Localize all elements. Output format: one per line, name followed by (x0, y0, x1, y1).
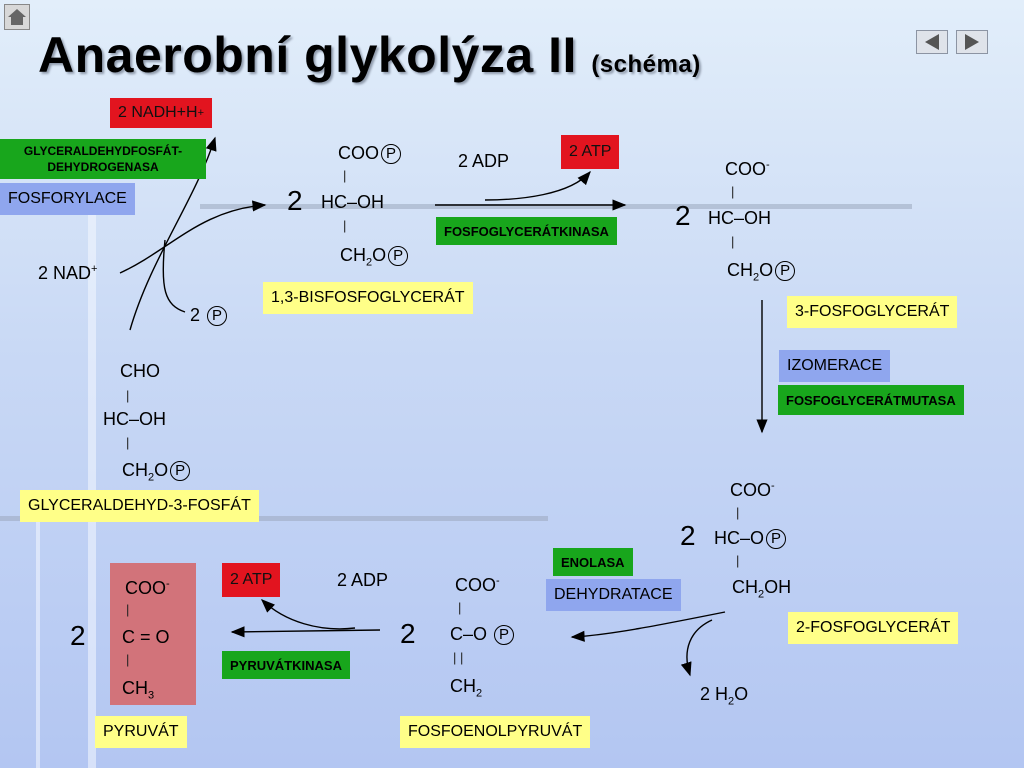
arrow-g3p-to-nadh (129, 136, 217, 331)
adp1-text: 2 ADP (458, 151, 510, 171)
phosphorylace-label: FOSFORYLACE (8, 190, 127, 207)
arrow-adp-to-atp (484, 170, 591, 201)
bpg-bond-1: | (343, 168, 347, 183)
dehydratace-label: DEHYDRATACE (554, 586, 673, 603)
pyruvate-box: PYRUVÁT (95, 716, 187, 748)
pep-label: FOSFOENOLPYRUVÁT (408, 723, 583, 740)
pyruvate-coef: 2 (70, 620, 86, 651)
pyruvate-bond-2: | (126, 652, 130, 667)
pg3-hcoh: HC–OH (708, 208, 772, 228)
atp1-box: 2 ATP (561, 135, 620, 169)
pyruvate-coo: COO- (125, 578, 170, 598)
page-title: Anaerobní glykolýza II (schéma) (38, 27, 701, 83)
page-subtitle: (schéma) (591, 51, 701, 78)
pep-bond-1: | (458, 600, 462, 615)
g3p-bond-2: | (126, 435, 130, 450)
prev-button[interactable] (916, 30, 948, 54)
pg3-coef: 2 (675, 200, 691, 231)
mutasa-enzyme-box: FOSFOGLYCERÁTMUTASA (778, 385, 964, 415)
phosphate-in: 2 P (190, 305, 228, 327)
bpg-bond-2: | (343, 218, 347, 233)
pg3-bond-1: | (731, 184, 735, 199)
next-button[interactable] (956, 30, 988, 54)
home-icon[interactable] (4, 4, 30, 30)
bpg-box: 1,3-BISFOSFOGLYCERÁT (263, 282, 473, 314)
pg3-bond-2: | (731, 234, 735, 249)
arrow-water-release (680, 619, 713, 677)
pgk-enzyme-box: FOSFOGLYCERÁTKINASA (436, 217, 617, 245)
pyruvate-highlight (110, 563, 196, 705)
arrow-adp-to-atp-2 (260, 599, 356, 630)
arrow-2pg-to-pep (570, 611, 726, 642)
pyruvate-bond-1: | (126, 602, 130, 617)
g3p-box: GLYCERALDEHYD-3-FOSFÁT (20, 490, 259, 522)
nadh-charge: + (197, 107, 205, 119)
g3p-label: GLYCERALDEHYD-3-FOSFÁT (28, 497, 251, 514)
adp2-text: 2 ADP (337, 570, 389, 590)
pg3-label: 3-FOSFOGLYCERÁT (795, 303, 950, 320)
pg2-bond-1: | (736, 505, 740, 520)
bpg-hcoh: HC–OH (321, 192, 385, 212)
izomerace-box: IZOMERACE (779, 350, 891, 382)
enolasa-enzyme-box: ENOLASA (553, 548, 633, 576)
bpg-label: 1,3-BISFOSFOGLYCERÁT (271, 289, 465, 306)
water-text: 2 H2O (700, 684, 749, 708)
gapdh-enzyme-box: GLYCERALDEHYDFOSFÁT-DEHYDROGENASA (0, 139, 206, 179)
pep-cop: C–O P (450, 624, 515, 646)
triangle-left-icon (925, 34, 939, 50)
izomerace-label: IZOMERACE (787, 357, 883, 374)
pyruvate-ch3: CH3 (122, 678, 155, 702)
nadh-box: 2 NADH+H+ (110, 98, 213, 128)
atp1-label: 2 ATP (569, 143, 612, 160)
pep-ch2: CH2 (450, 676, 483, 700)
g3p-hcoh: HC–OH (103, 409, 167, 429)
g3p-bond-1: | (126, 388, 130, 403)
pgk-label: FOSFOGLYCERÁTKINASA (444, 223, 609, 239)
pep-double-bond: | | (453, 650, 464, 665)
pyruvate-label: PYRUVÁT (103, 723, 179, 740)
triangle-right-icon (965, 34, 979, 50)
g3p-cho: CHO (120, 361, 160, 381)
pg2-coo: COO- (730, 480, 775, 500)
pg2-coef: 2 (680, 520, 696, 551)
pg3-coo: COO- (725, 159, 770, 179)
pg2-bond-2: | (736, 553, 740, 568)
gapdh-label: GLYCERALDEHYDFOSFÁT-DEHYDROGENASA (23, 144, 183, 174)
nad-text: 2 NAD+ (38, 263, 98, 283)
phosphate-symbol: P (207, 306, 228, 327)
arrow-nad-to-bpg (119, 200, 267, 274)
phosphorylace-box: FOSFORYLACE (0, 183, 135, 215)
enolasa-label: ENOLASA (561, 554, 625, 570)
mutasa-label: FOSFOGLYCERÁTMUTASA (786, 392, 956, 408)
pg2-ch2oh: CH2OH (732, 577, 792, 601)
pyruvate-co: C = O (122, 627, 170, 647)
atp2-label: 2 ATP (230, 571, 273, 588)
arrow-pi-curve (162, 239, 186, 313)
nadh-label: 2 NADH+H (118, 104, 198, 121)
dehydratace-box: DEHYDRATACE (546, 579, 681, 611)
pep-coef: 2 (400, 618, 416, 649)
pep-box: FOSFOENOLPYRUVÁT (400, 716, 591, 748)
pg3-box: 3-FOSFOGLYCERÁT (787, 296, 958, 328)
arrow-pep-to-pyruvate (230, 626, 381, 638)
pk-enzyme-box: PYRUVÁTKINASA (222, 651, 350, 679)
pep-coo: COO- (455, 575, 500, 595)
pg2-box: 2-FOSFOGLYCERÁT (788, 612, 959, 644)
bpg-coef: 2 (287, 185, 303, 216)
atp2-box: 2 ATP (222, 563, 281, 597)
pg2-label: 2-FOSFOGLYCERÁT (796, 619, 951, 636)
pk-label: PYRUVÁTKINASA (230, 657, 342, 673)
